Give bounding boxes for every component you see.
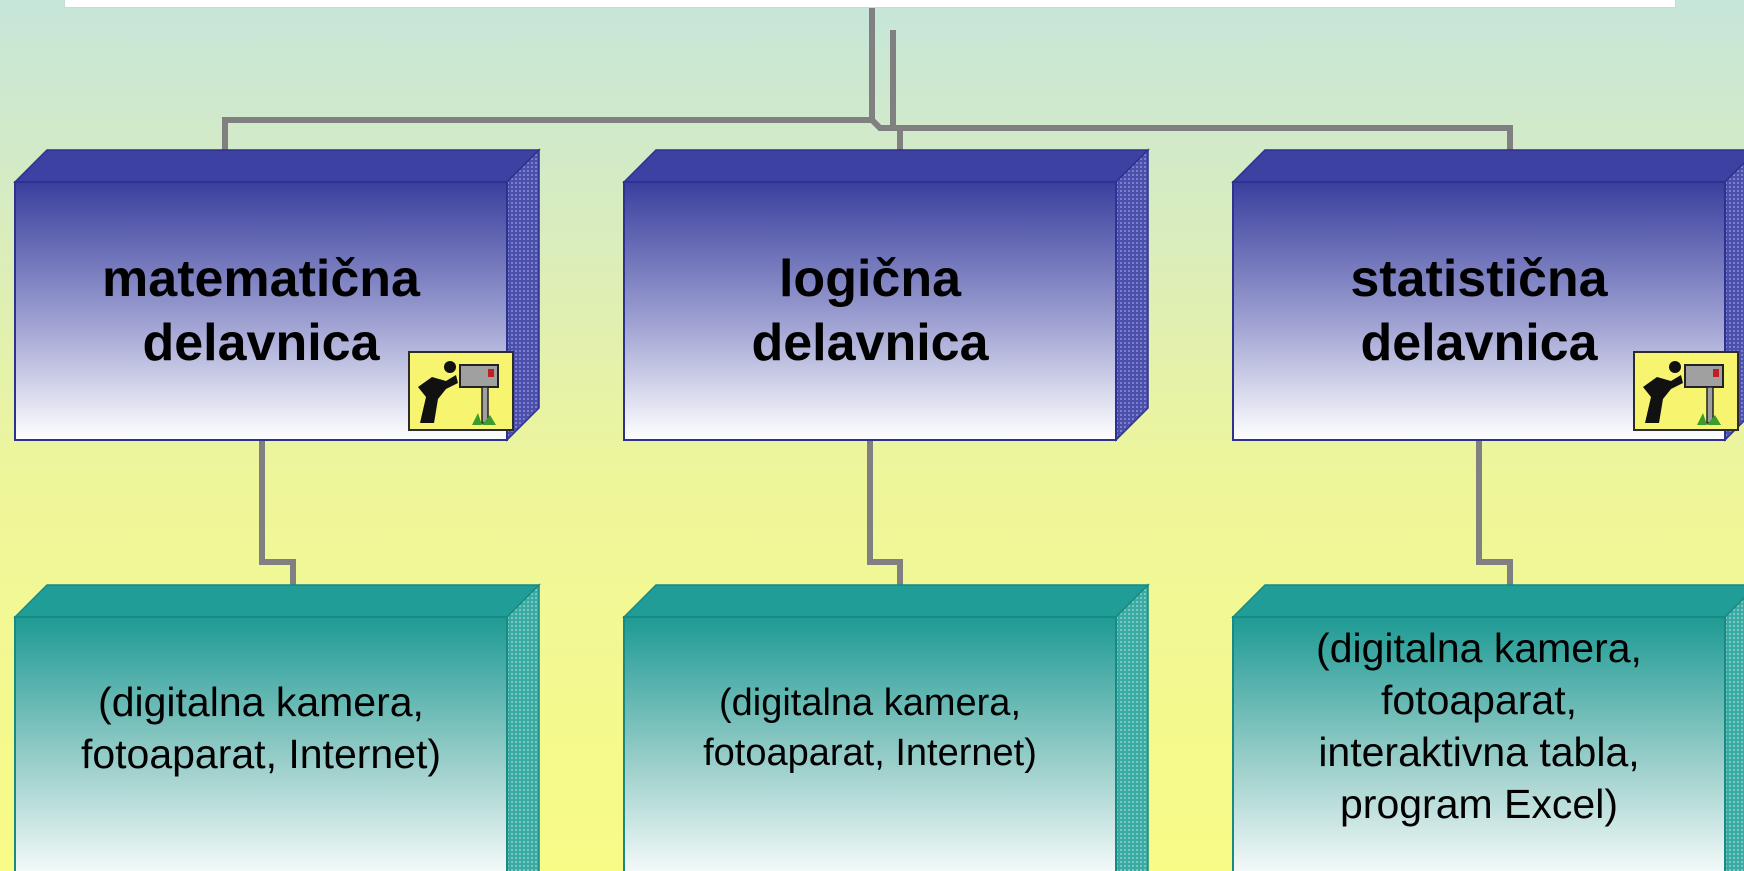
workshop-title-line1: statistična: [1350, 250, 1608, 308]
person-at-mailbox-icon: [1633, 351, 1739, 431]
top-panel: [64, 0, 1676, 8]
connector-middle-title-to-tools: [867, 440, 903, 585]
connector-top-to-middle: [890, 30, 903, 150]
workshop-tools-box-2: (digitalna kamera, fotoaparat, Internet): [622, 583, 1150, 871]
workshop-tools-box-3: (digitalna kamera, fotoaparat, interakti…: [1231, 584, 1744, 871]
workshop-tools-line: (digitalna kamera,: [98, 679, 424, 725]
workshop-tools-line: (digitalna kamera,: [718, 682, 1022, 724]
workshop-title-box-2: logična delavnica: [622, 148, 1150, 442]
workshop-title-box-1: matematična delavnica: [13, 148, 541, 442]
workshop-title-line1: matematična: [102, 250, 420, 308]
workshop-title-line2: delavnica: [142, 314, 380, 372]
connector-top-to-left: [222, 8, 875, 150]
workshop-tools-line: program Excel): [1340, 781, 1618, 827]
connector-left-title-to-tools: [259, 440, 296, 585]
workshop-title-line2: delavnica: [1360, 314, 1598, 372]
workshop-tools-line: fotoaparat,: [1380, 677, 1578, 723]
box-shape: [13, 583, 541, 871]
box-shape: [622, 148, 1150, 442]
connector-right-title-to-tools: [1476, 440, 1513, 585]
box-shape: [622, 583, 1150, 871]
workshop-tools-box-1: (digitalna kamera, fotoaparat, Internet): [13, 583, 541, 871]
workshop-tools-line: interaktivna tabla,: [1318, 729, 1640, 775]
workshop-tools-line: (digitalna kamera,: [1316, 625, 1642, 671]
person-at-mailbox-icon: [408, 351, 514, 431]
workshop-title-line1: logična: [778, 250, 962, 308]
workshop-title-line2: delavnica: [751, 314, 989, 372]
workshop-tools-line: fotoaparat, Internet): [80, 731, 442, 777]
box-shape: [1231, 584, 1744, 871]
workshop-tools-line: fotoaparat, Internet): [703, 732, 1037, 774]
connector-top-to-right: [869, 117, 1513, 150]
workshop-title-box-3: statistična delavnica: [1231, 149, 1744, 442]
